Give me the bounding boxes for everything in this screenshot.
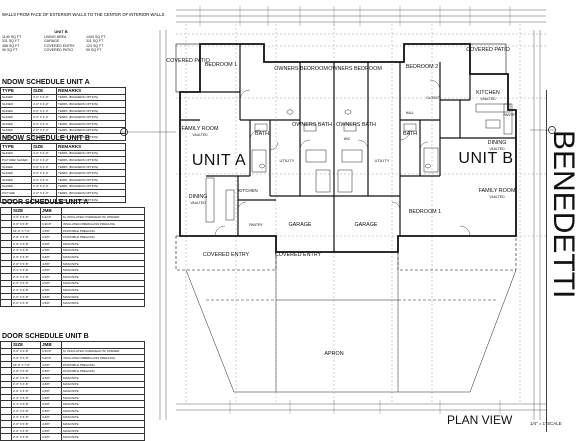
room-utility-b: UTILITY bbox=[374, 158, 390, 163]
unit-a-label: UNIT A bbox=[191, 152, 247, 169]
vaulted-label: VAULTED bbox=[190, 201, 206, 205]
room-closet: CLOSET bbox=[426, 96, 440, 100]
plumbing-fixtures bbox=[251, 109, 439, 193]
room-bedroom-1-b: BEDROOM 1 bbox=[408, 209, 442, 215]
section-markers bbox=[120, 126, 556, 136]
schedule-cell: MASONITE bbox=[61, 299, 145, 307]
reference-gridlines bbox=[176, 24, 546, 404]
schedule-cell: 4-5/8" bbox=[40, 433, 62, 441]
room-garage-a: GARAGE bbox=[288, 222, 312, 228]
schedule-row: 2'-0" X 6'-8"4-5/8"MASONITE bbox=[0, 299, 145, 307]
plan-sheet: WALLS FROM FACE OF EXTERIOR WALLS TO THE… bbox=[0, 6, 576, 441]
schedule-cell: TEMPL (BUILDERS OPTION) bbox=[56, 195, 126, 204]
vaulted-label: VAULTED bbox=[489, 147, 505, 151]
schedule-title: DOOR SCHEDULE UNIT A bbox=[2, 199, 89, 206]
room-bedroom-1-a: BEDROOM 1 bbox=[204, 62, 238, 68]
room-wic: WIC bbox=[343, 137, 351, 141]
room-owners-bedroom-b: OWNERS BEDROOM bbox=[328, 66, 382, 72]
schedule-title: NDOW SCHEDULE UNIT B bbox=[2, 135, 90, 142]
dimension-note: WALLS FROM FACE OF EXTERIOR WALLS TO THE… bbox=[2, 12, 165, 17]
room-bedroom-2-b: BEDROOM 2 bbox=[405, 64, 439, 70]
vaulted-label: VAULTED bbox=[480, 97, 496, 101]
schedule-title: DOOR SCHEDULE UNIT B bbox=[2, 333, 89, 340]
room-bath-b: BATH bbox=[403, 131, 417, 137]
room-covered-patio-a: COVERED PATIO bbox=[166, 58, 210, 64]
floor-plan bbox=[120, 6, 556, 420]
kitchen-counters bbox=[205, 103, 513, 223]
sheet-title-block: BENEDETTI bbox=[546, 90, 576, 432]
plan-view-title: PLAN VIEW bbox=[447, 413, 513, 427]
room-hall: HALL bbox=[405, 111, 415, 115]
room-bath-a: BATH bbox=[255, 131, 269, 137]
room-covered-entry-b: COVERED ENTRY bbox=[274, 252, 322, 258]
unit-b-label: UNIT B bbox=[458, 150, 514, 167]
room-utility-a: UTILITY bbox=[279, 158, 295, 163]
room-pantry-b: PANTRY bbox=[503, 113, 517, 117]
room-kitchen-a: KITCHEN bbox=[238, 188, 258, 193]
square-footage-table: UNIT B 1140 SQ FT LIVING AREA 1403 SQ FT… bbox=[2, 29, 120, 53]
dimension-ticks bbox=[199, 6, 511, 414]
room-owners-bath-b: OWNERS BATH bbox=[336, 122, 376, 128]
room-owners-bath-a: OWNERS BATH bbox=[292, 122, 332, 128]
vaulted-label: VAULTED bbox=[192, 133, 208, 137]
room-garage-b: GARAGE bbox=[354, 222, 378, 228]
sqft-unit-b-heading: UNIT B bbox=[54, 29, 68, 34]
schedule-cell: 2'-0" X 6'-8" bbox=[11, 433, 41, 441]
room-pantry-a: PANTRY bbox=[249, 223, 263, 227]
sqft-row: 311 SQ FT GARAGE 311 SQ FT bbox=[2, 39, 104, 44]
room-covered-entry-a: COVERED ENTRY bbox=[202, 252, 250, 258]
exterior-walls bbox=[179, 43, 517, 253]
sqft-row: 90 SQ FT COVERED PATIO 90 SQ FT bbox=[2, 48, 102, 53]
room-covered-patio-b: COVERED PATIO bbox=[466, 47, 510, 53]
schedule-cell bbox=[0, 433, 12, 441]
sqft-row: 458 SQ FT COVERED ENTRY 123 SQ FT bbox=[2, 43, 104, 48]
room-apron: APRON bbox=[324, 351, 344, 357]
schedule-cell: TEMPL (BUILDERS OPTION) bbox=[56, 133, 126, 141]
dimension-lines bbox=[120, 9, 556, 420]
room-owners-bedroom-a: OWNERS BEDROOM bbox=[274, 66, 328, 72]
vaulted-label: VAULTED bbox=[489, 195, 505, 199]
schedule-cell: MASONITE bbox=[61, 433, 145, 441]
schedule-row: 2'-0" X 6'-8"4-5/8"MASONITE bbox=[0, 433, 145, 441]
sqft-row: 1140 SQ FT LIVING AREA 1403 SQ FT bbox=[2, 34, 106, 39]
schedule-row: 2'-4" X 6'-8"4-5/8"MASONITE bbox=[0, 266, 145, 274]
sheet-title-text: BENEDETTI bbox=[547, 130, 576, 298]
driveway-apron bbox=[185, 252, 517, 393]
schedule-title: NDOW SCHEDULE UNIT A bbox=[2, 79, 90, 86]
interior-walls bbox=[180, 44, 516, 252]
scale-note: 1/4" = 1' SCALE bbox=[530, 421, 562, 426]
